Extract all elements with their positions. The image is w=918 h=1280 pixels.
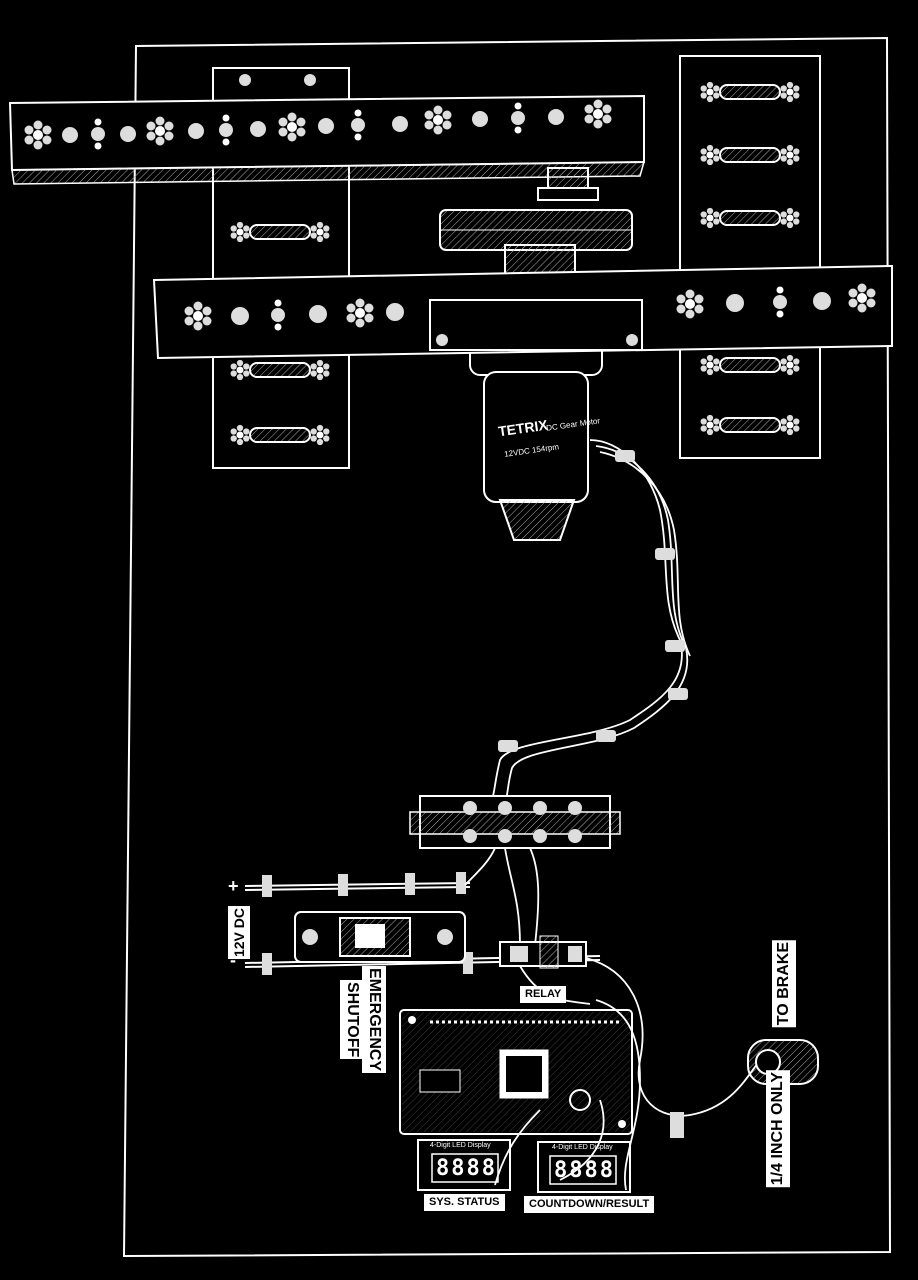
terminal-block (409, 795, 621, 849)
plus-sign: + (228, 876, 239, 896)
sys-status-caption: 4-Digit LED Display (430, 1142, 491, 1149)
to-brake-label: TO BRAKE (772, 940, 796, 1028)
middle-channel-bar (152, 264, 893, 360)
positive-rail (244, 872, 471, 897)
top-channel-bar (8, 94, 645, 185)
brake-wires (494, 957, 761, 1191)
controller-board (399, 1009, 633, 1135)
countdown-display (537, 1141, 631, 1193)
wire-ties (498, 450, 688, 752)
relay-label: RELAY (520, 986, 567, 1003)
sys-status-display (417, 1139, 511, 1191)
rail-wires (464, 847, 540, 946)
sys-status-label: SYS. STATUS (424, 1194, 505, 1211)
base-board (122, 36, 892, 1258)
brake-sensor (670, 1039, 819, 1138)
right-bracket-plate (679, 55, 821, 459)
emergency-label: EMERGENCY (362, 966, 386, 1074)
shutoff-label: SHUTOFF (340, 980, 364, 1060)
relay-module (499, 935, 587, 969)
motor-wires (491, 439, 691, 801)
shaft-hub (537, 167, 599, 201)
quarter-inch-label: 1/4 INCH ONLY (766, 1070, 790, 1188)
emergency-switch (294, 911, 466, 963)
countdown-label: COUNTDOWN/RESULT (524, 1196, 655, 1213)
minus-sign: - (230, 950, 236, 970)
countdown-digits: 8888 (554, 1158, 615, 1183)
power-label: 12V DC (228, 906, 250, 960)
sys-status-digits: 8888 (436, 1156, 497, 1181)
countdown-caption: 4-Digit LED Display (552, 1144, 613, 1151)
